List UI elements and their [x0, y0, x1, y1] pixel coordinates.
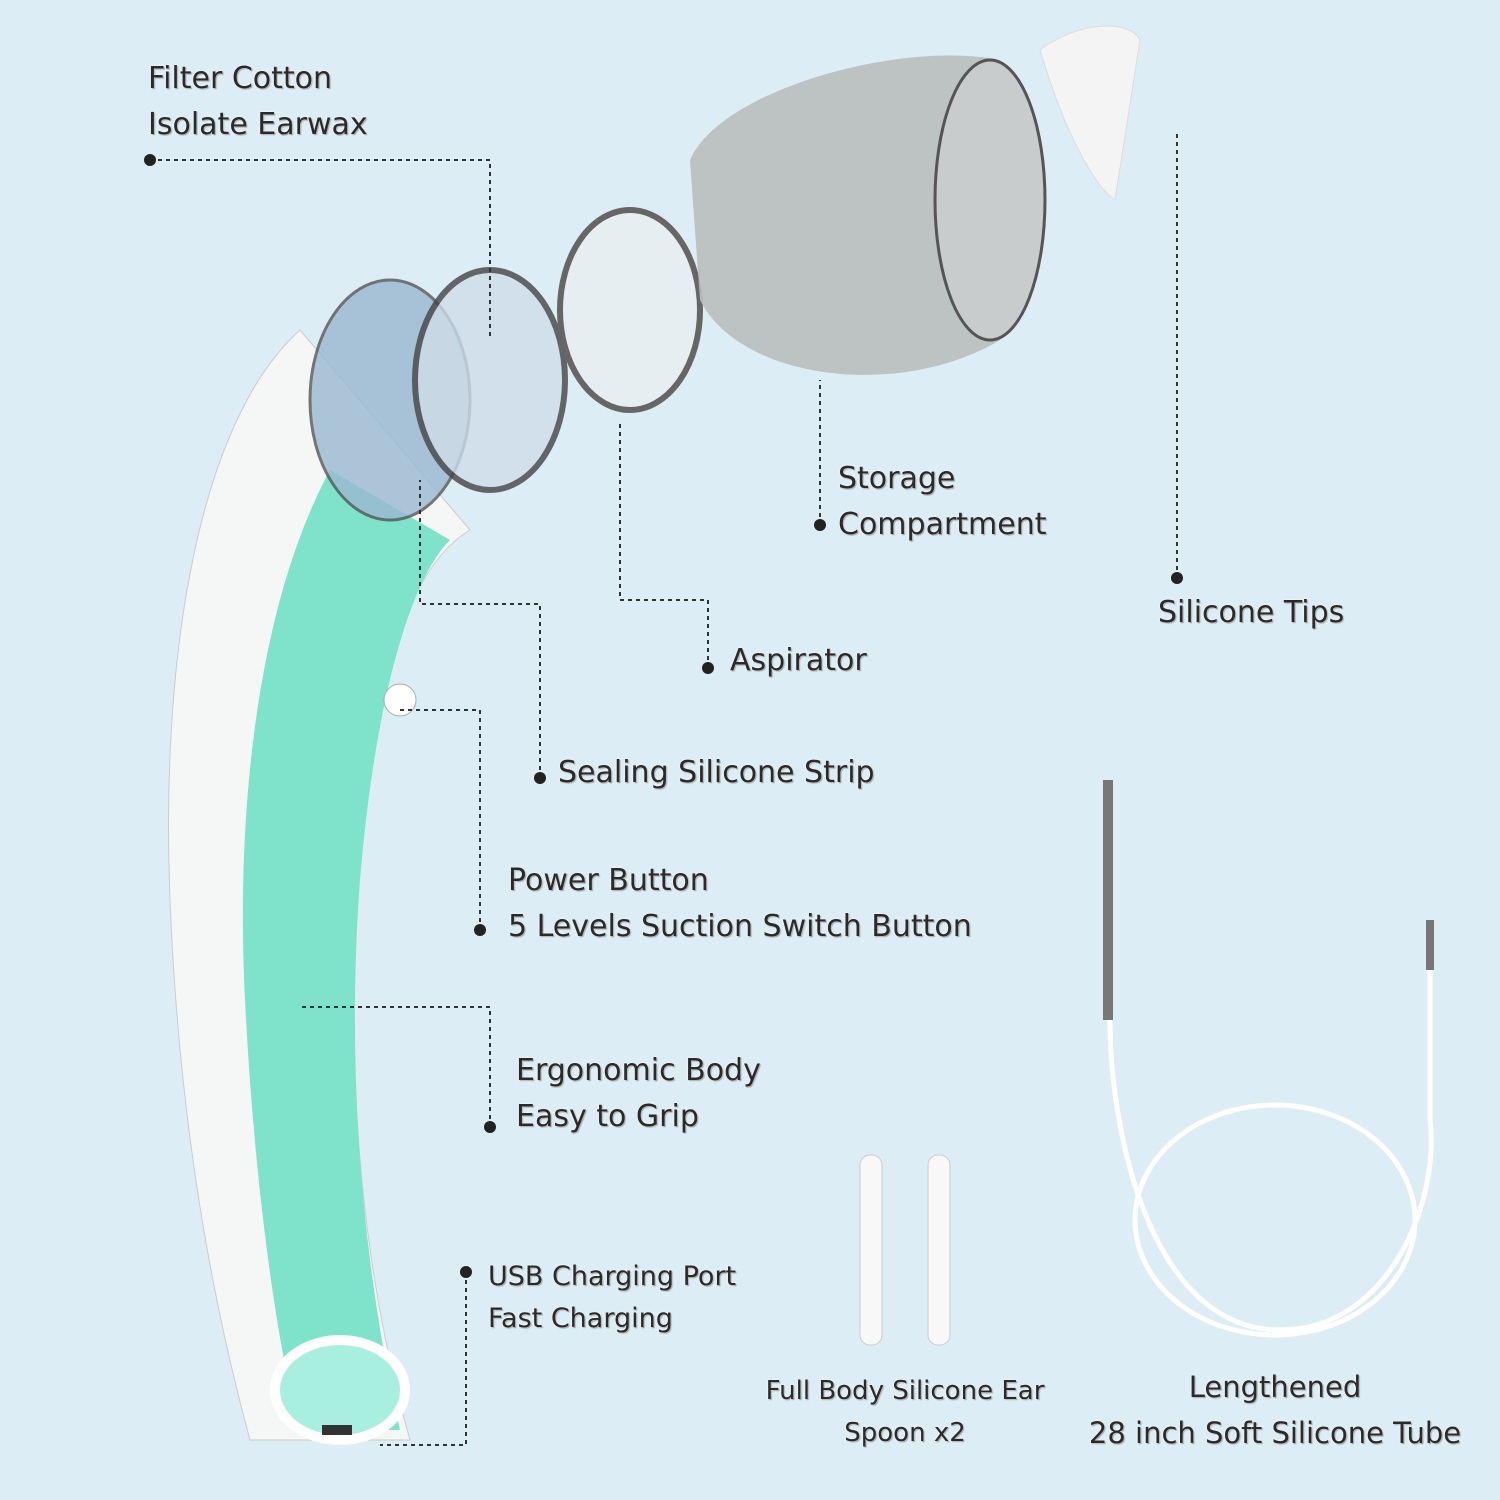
label-filter-cotton: Filter Cotton Isolate Earwax: [148, 56, 368, 148]
label-silicone-tips: Silicone Tips: [1158, 595, 1345, 630]
device-body: [168, 329, 471, 1445]
silicone-tip-part: [1039, 25, 1141, 201]
leader-lines: [150, 130, 1178, 1446]
aspirator-part: [557, 207, 703, 413]
ear-spoons: [859, 1154, 951, 1346]
label-ear-spoon: Full Body Silicone Ear Spoon x2: [755, 1370, 1055, 1454]
label-line: Isolate Earwax: [148, 107, 368, 142]
label-line: Spoon x2: [844, 1418, 966, 1448]
label-line: 5 Levels Suction Switch Button: [508, 909, 972, 944]
silicone-tube: [1103, 780, 1434, 1338]
label-usb: USB Charging Port Fast Charging: [488, 1256, 736, 1340]
label-storage: Storage Compartment: [838, 456, 1047, 548]
label-power-button: Power Button 5 Levels Suction Switch But…: [508, 858, 972, 950]
label-line: Ergonomic Body: [516, 1053, 761, 1088]
label-line: 28 inch Soft Silicone Tube: [1088, 1416, 1462, 1450]
label-line: Fast Charging: [488, 1303, 673, 1334]
label-ergonomic: Ergonomic Body Easy to Grip: [516, 1048, 761, 1140]
filter-cotton-part: [308, 267, 568, 522]
label-line: Full Body Silicone Ear: [765, 1376, 1045, 1406]
label-tube: Lengthened 28 inch Soft Silicone Tube: [1070, 1364, 1480, 1456]
label-line: Storage: [838, 461, 956, 496]
storage-compartment-part: [690, 55, 1047, 375]
leader-dots: [144, 154, 1183, 1278]
label-line: Lengthened: [1188, 1370, 1362, 1404]
label-line: Easy to Grip: [516, 1099, 699, 1134]
label-sealing-strip: Sealing Silicone Strip: [558, 755, 875, 790]
label-line: Filter Cotton: [148, 61, 333, 96]
label-line: USB Charging Port: [488, 1261, 737, 1292]
label-line: Compartment: [838, 507, 1047, 542]
label-line: Power Button: [508, 863, 709, 898]
label-aspirator: Aspirator: [730, 643, 867, 678]
